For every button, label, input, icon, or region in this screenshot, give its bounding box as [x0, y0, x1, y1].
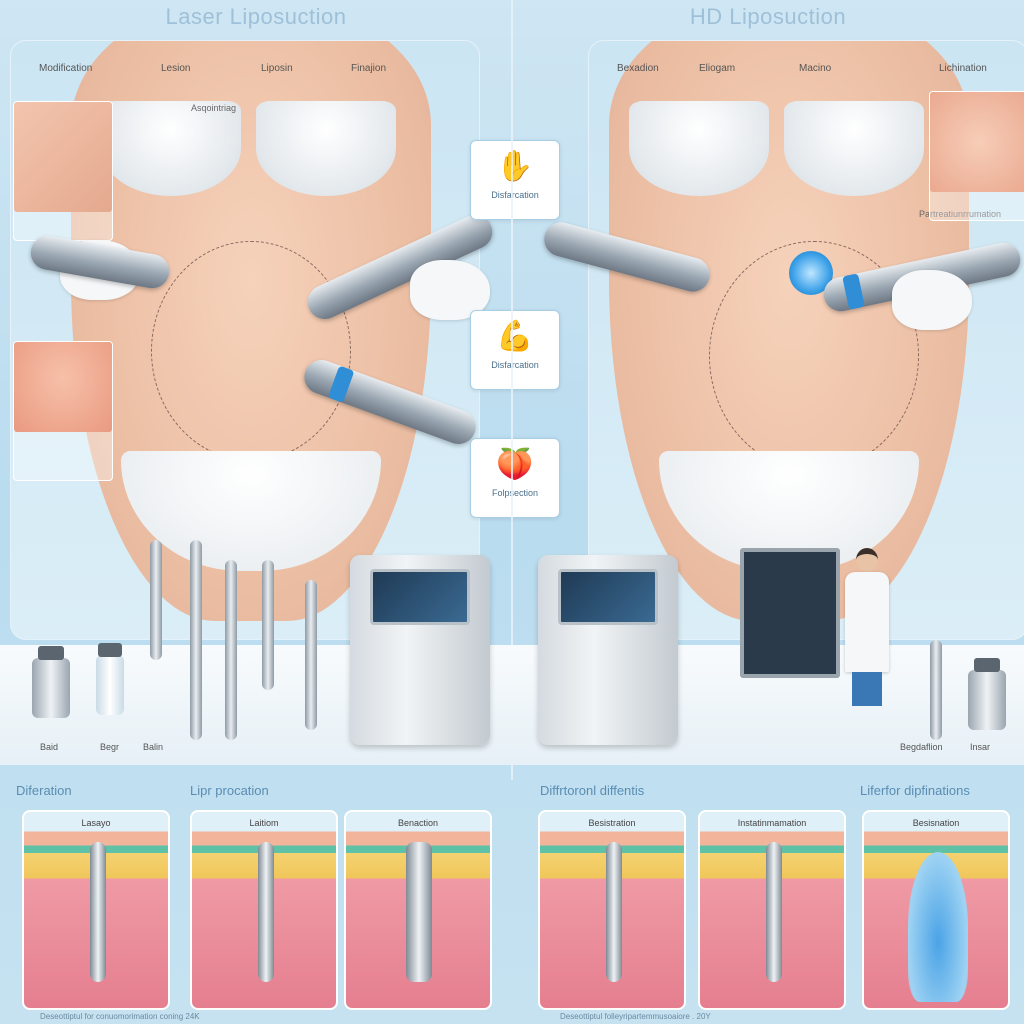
- section-label: Diferation: [16, 783, 72, 798]
- torso-label: Macino: [799, 63, 832, 74]
- blue-ring: [327, 365, 355, 403]
- callout-card: 🍑 Folpsection: [470, 438, 560, 518]
- medication-bottle: [32, 646, 70, 718]
- medication-bottle: [968, 658, 1006, 730]
- hd-liposuction-panel: HD Liposuction Bexadion Eliogam Macino L…: [512, 0, 1024, 1024]
- zone-label: Asqointriag: [191, 103, 237, 113]
- bra-cup: [256, 101, 396, 196]
- skin-detail-image: [930, 92, 1024, 192]
- hd-machine: [538, 555, 678, 745]
- skin-detail-card: [929, 91, 1024, 221]
- torso-label: Modification: [39, 63, 93, 74]
- arm-icon: 💪: [496, 320, 534, 353]
- probe: [406, 842, 432, 982]
- section-label: Lipr procation: [190, 783, 269, 798]
- tissue-cross-section: Benaction: [344, 810, 492, 1010]
- tissue-label: Laitiom: [249, 818, 279, 828]
- panel-divider: [511, 0, 513, 780]
- torso-illustration: Bexadion Eliogam Macino Lichination Part…: [588, 40, 1024, 640]
- torso-label: Eliogam: [699, 63, 736, 74]
- callout-text: Disfarcation: [491, 190, 539, 200]
- bra: [629, 91, 929, 201]
- tissue-label: Instatinmamation: [737, 818, 807, 828]
- tool-label: Begdaflion: [900, 742, 943, 752]
- skin-sample-card: [13, 101, 113, 241]
- vial: [96, 643, 124, 715]
- zone-label: Partreatiunrrumation: [919, 209, 1002, 219]
- machine-screen: [370, 569, 470, 625]
- instrument-rod: [930, 640, 942, 740]
- tool-label: Baid: [40, 742, 59, 752]
- bra-cup: [784, 101, 924, 196]
- instrument-rod: [305, 580, 317, 730]
- callout-text: Disfarcation: [491, 360, 539, 370]
- tool-label: Insar: [970, 742, 991, 752]
- torso-label: Bexadion: [617, 63, 659, 74]
- torso-illustration: Modification Lesion Liposin Finajion Asq…: [10, 40, 480, 640]
- buttock-image: [14, 342, 112, 432]
- probe: [258, 842, 274, 982]
- torso-label: Lesion: [161, 63, 191, 74]
- instrument-rod: [190, 540, 202, 740]
- panel-title: HD Liposuction: [689, 4, 847, 29]
- bra: [101, 91, 401, 201]
- tissue-cross-section: Laitiom: [190, 810, 338, 1010]
- section-label: Diffrtoronl diffentis: [540, 783, 645, 798]
- buttock-card: [13, 341, 113, 481]
- callout-card: ✋ Disfarcation: [470, 140, 560, 220]
- tool-label: Begr: [100, 742, 120, 752]
- tissue-cross-section: Instatinmamation: [698, 810, 846, 1010]
- callout-text: Folpsection: [491, 488, 539, 498]
- probe: [90, 842, 106, 982]
- instrument-rod: [262, 560, 274, 690]
- treatment-zone: [151, 241, 351, 461]
- machine-screen: [558, 569, 658, 625]
- doctor-figure: [845, 548, 889, 708]
- tissue-cross-section: Besisnation: [862, 810, 1010, 1010]
- tissue-label: Besisnation: [912, 818, 960, 828]
- footnote: Deseottiptul folleyripartemmusoaiore . 2…: [560, 1012, 711, 1021]
- torso-label: Finajion: [351, 63, 387, 74]
- torso-label: Liposin: [261, 63, 293, 74]
- laser-liposuction-panel: Laser Liposuction Modification Lesion Li…: [10, 4, 560, 640]
- bra-cup: [101, 101, 241, 196]
- tissue-label: Lasayo: [81, 818, 111, 828]
- instrument-rod: [150, 540, 162, 660]
- tissue-label: Benaction: [397, 818, 439, 828]
- monitor: [740, 548, 840, 678]
- panel-title: Laser Liposuction: [165, 4, 347, 29]
- peach-icon: 🍑: [496, 448, 534, 481]
- laser-machine: [350, 555, 490, 745]
- tissue-label: Besistration: [588, 818, 636, 828]
- probe: [766, 842, 782, 982]
- probe: [606, 842, 622, 982]
- instrument-rod: [225, 560, 237, 740]
- tissue-cross-section: Lasayo: [22, 810, 170, 1010]
- section-label: Liferfor dipfinations: [860, 783, 970, 798]
- bra-cup: [629, 101, 769, 196]
- gloved-hand: [892, 270, 972, 330]
- tissue-cross-section: Besistration: [538, 810, 686, 1010]
- energy-plume: [908, 852, 968, 1002]
- footnote: Deseottiptul for conuomorimation coning …: [40, 1012, 200, 1021]
- torso-label: Lichination: [939, 63, 987, 74]
- callout-card: 💪 Disfarcation: [470, 310, 560, 390]
- tool-label: Balin: [143, 742, 164, 752]
- blue-ring: [842, 273, 865, 310]
- skin-sample-image: [14, 102, 112, 212]
- hand-icon: ✋: [496, 150, 534, 183]
